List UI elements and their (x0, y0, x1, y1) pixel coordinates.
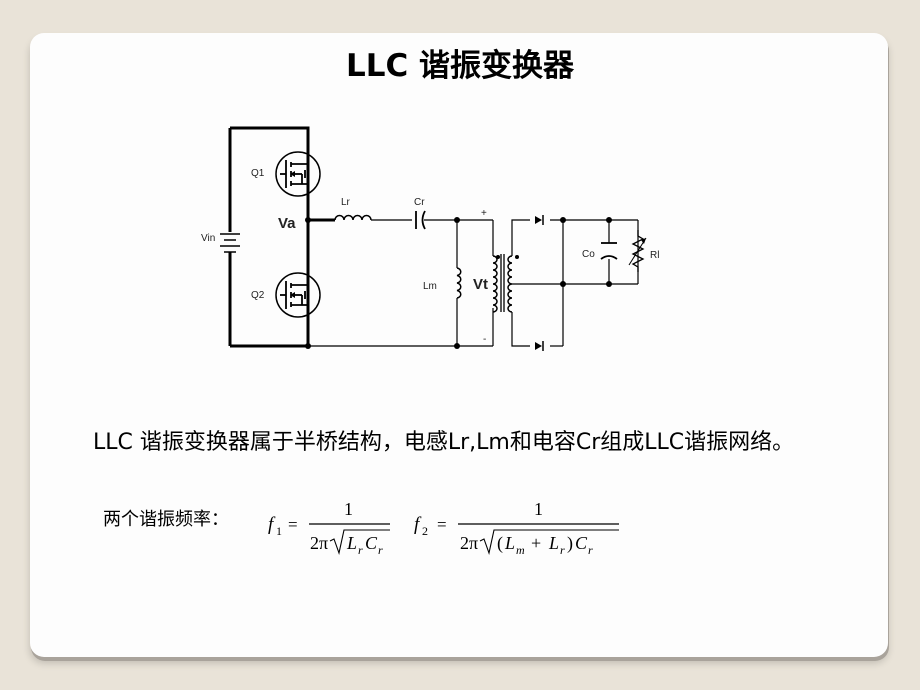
cr-label: Cr (414, 197, 425, 208)
ground-node (305, 343, 311, 349)
co-label: Co (582, 249, 595, 260)
plus-label: + (481, 208, 487, 219)
f1-subscript: 1 (276, 524, 282, 538)
f2-symbol: f (414, 514, 422, 535)
f2-sqrt (479, 529, 619, 555)
lm-inductor (456, 267, 462, 299)
tank-top-node (454, 217, 460, 223)
f1-equals: = (288, 515, 298, 534)
input-bus-wire (230, 126, 310, 348)
vin-label: Vin (201, 233, 215, 244)
f1-numerator: 1 (344, 499, 353, 519)
co-node-top (606, 217, 612, 223)
out-node-top (560, 217, 566, 223)
minus-label: - (483, 334, 486, 345)
resonant-frequencies-label: 两个谐振频率： (103, 509, 229, 530)
lr-label: Lr (341, 197, 351, 208)
f1-den-L-sub: r (358, 543, 363, 557)
q1-mosfet (275, 151, 321, 197)
f1-den-C-sub: r (378, 543, 383, 557)
f2-two-pi: 2π (460, 533, 478, 553)
q2-mosfet (275, 272, 321, 318)
f2-den-Lm: L (504, 533, 515, 553)
f1-two-pi: 2π (310, 533, 328, 553)
page-title: LLC 谐振变换器 (345, 48, 575, 84)
va-label: Va (278, 215, 296, 232)
rectifier-diode-bottom (535, 341, 544, 351)
tank-bottom-node (454, 343, 460, 349)
llc-circuit-diagram: Vin Q1 (201, 126, 659, 351)
va-node (305, 217, 311, 223)
f1-den-L: L (346, 533, 357, 553)
f2-numerator: 1 (534, 499, 543, 519)
vin-source (220, 233, 240, 253)
formula-f2: f 2 = 1 2π ( L m + L r ) C r (414, 499, 619, 557)
f2-open-paren: ( (497, 533, 503, 554)
f2-close-paren: ) (567, 533, 573, 554)
lr-inductor (334, 214, 412, 221)
out-node-mid (560, 281, 566, 287)
co-node-bottom (606, 281, 612, 287)
formula-f1: f 1 = 1 2π L r C r (268, 499, 390, 557)
rl-arrow-head (641, 238, 646, 244)
f2-den-C: C (575, 533, 588, 553)
vt-label: Vt (473, 276, 488, 293)
rectifier-diode-top (535, 215, 544, 225)
f2-subscript: 2 (422, 524, 428, 538)
f1-sqrt (329, 529, 390, 555)
f2-den-C-sub: r (588, 543, 593, 557)
q2-label: Q2 (251, 290, 265, 301)
description-paragraph: LLC 谐振变换器属于半桥结构，电感Lr,Lm和电容Cr组成LLC谐振网络。 (93, 430, 795, 455)
co-capacitor (600, 242, 618, 260)
f1-den-C: C (365, 533, 378, 553)
f2-equals: = (437, 515, 447, 534)
transformer (492, 254, 519, 313)
f2-den-Lm-sub: m (516, 543, 525, 557)
cr-capacitor (415, 210, 457, 230)
f1-symbol: f (268, 514, 276, 535)
q1-label: Q1 (251, 168, 265, 179)
f2-den-Lr: L (548, 533, 559, 553)
lm-label: Lm (423, 281, 437, 292)
rl-label: Rl (650, 250, 659, 261)
resonant-frequency-formulas: f 1 = 1 2π L r C r f 2 = 1 2π ( L m + L … (268, 499, 619, 557)
f2-plus: + (531, 533, 541, 553)
f2-den-Lr-sub: r (560, 543, 565, 557)
